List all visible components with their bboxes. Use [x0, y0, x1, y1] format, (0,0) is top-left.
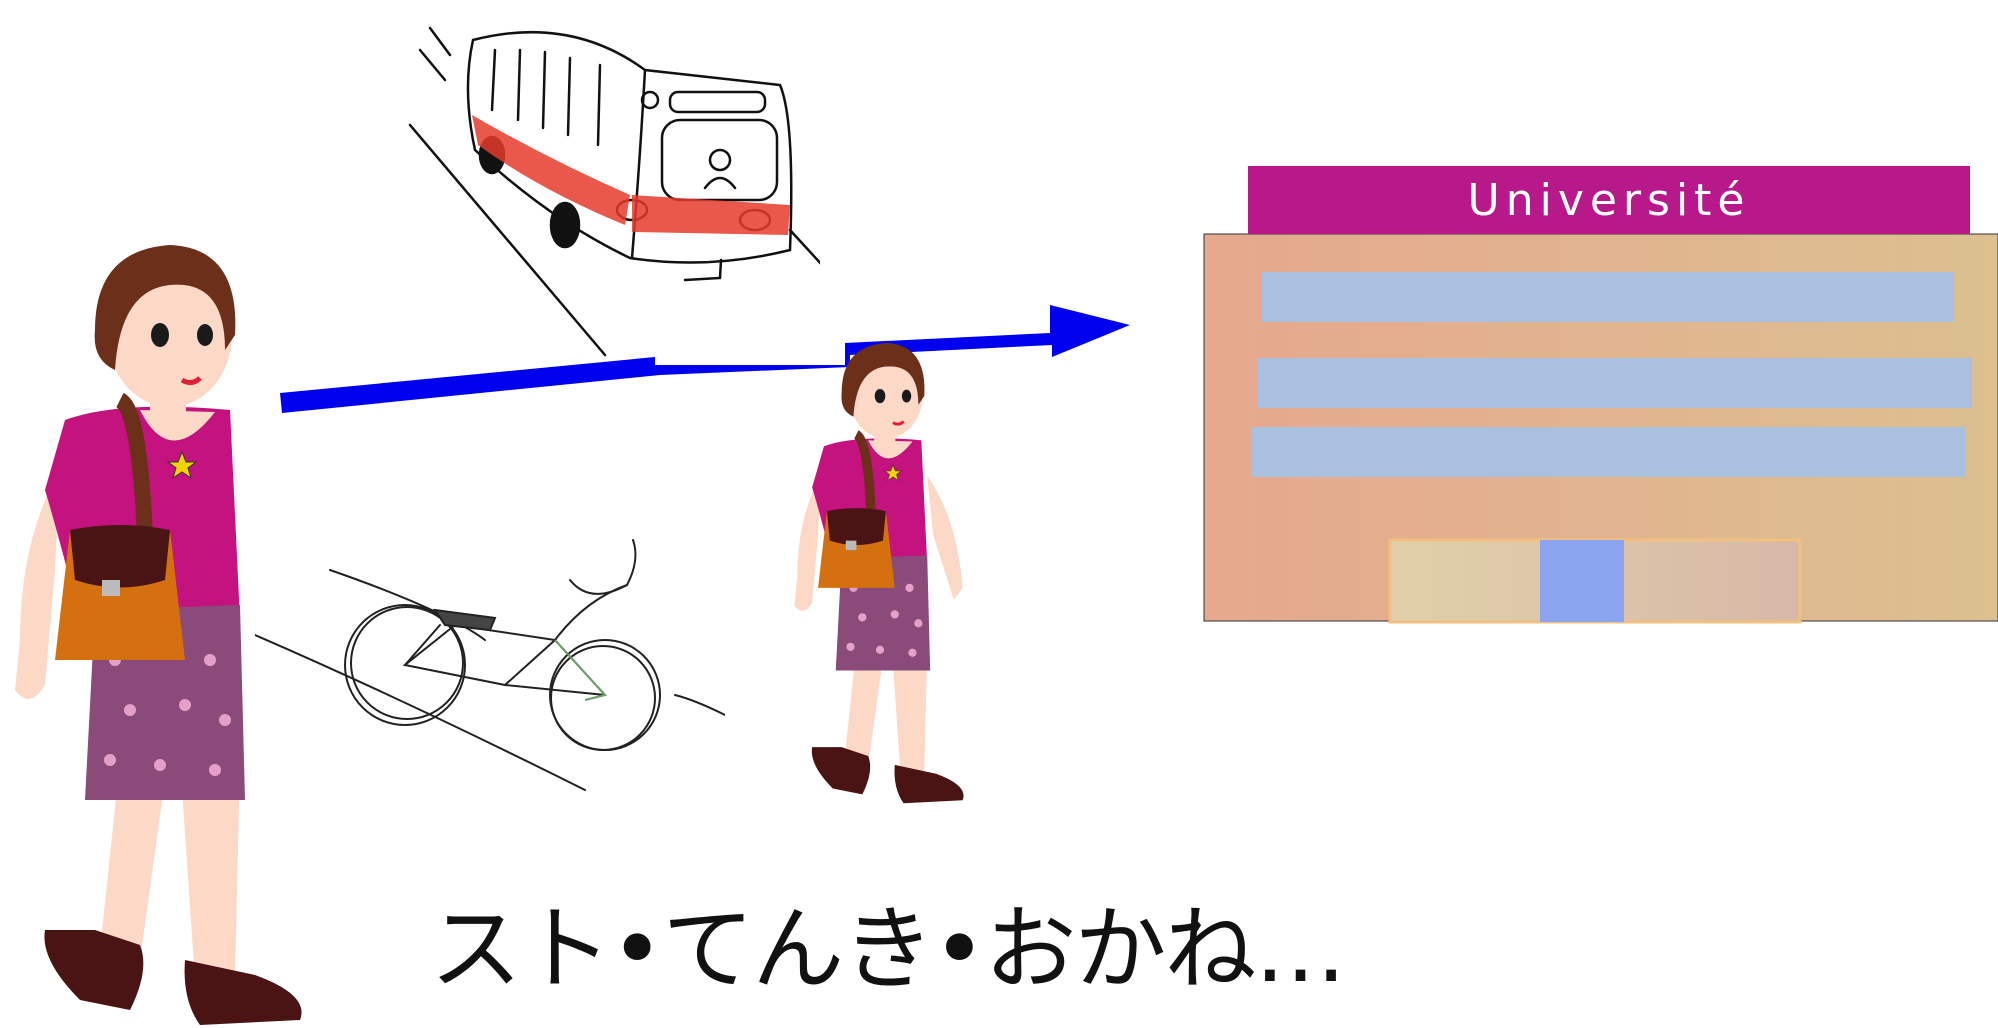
- bicycle-sketch-icon: [255, 539, 725, 791]
- woman-figure-icon: [15, 245, 302, 1025]
- caption-text: スト•てんき•おかね…: [430, 896, 1347, 1003]
- woman-figure-icon: [794, 342, 964, 804]
- bus-sketch-icon: [408, 26, 820, 357]
- university-building-icon: [1203, 166, 1998, 624]
- arrow-icon: [280, 305, 1130, 413]
- university-sign-label: Université: [1467, 174, 1751, 226]
- university-sign: [1248, 166, 1970, 234]
